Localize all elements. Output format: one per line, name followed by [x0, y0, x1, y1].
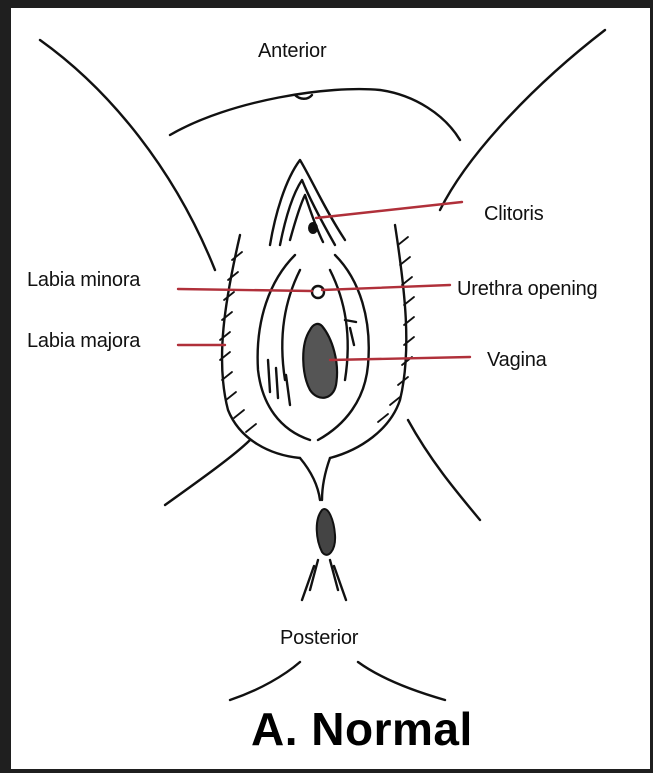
labia-majora-left	[222, 235, 300, 458]
right-buttock-curve	[408, 420, 480, 520]
right-thigh-outline	[440, 30, 605, 210]
hood-mid	[280, 180, 335, 245]
abdomen-arc	[170, 89, 460, 140]
labia-inner-left	[282, 270, 300, 380]
lower-right-curve	[358, 662, 445, 700]
label-posterior: Posterior	[280, 627, 358, 650]
leader-vagina	[330, 357, 470, 360]
left-thigh-outline	[40, 40, 215, 270]
lower-left-curve	[230, 662, 300, 700]
clitoris-mark	[308, 222, 318, 234]
label-labia-minora: Labia minora	[27, 269, 140, 292]
navel-mark	[295, 95, 312, 99]
label-anterior: Anterior	[258, 40, 326, 63]
label-clitoris: Clitoris	[484, 203, 544, 226]
perineum-left	[300, 458, 320, 500]
anus-mark	[317, 509, 335, 555]
label-urethra-opening: Urethra opening	[457, 278, 597, 301]
perineum-right	[322, 458, 330, 500]
labia-minora-left	[258, 255, 310, 440]
figure-caption: A. Normal	[251, 702, 473, 756]
urethra-opening-mark	[312, 286, 324, 298]
leader-urethra	[322, 285, 450, 290]
anus-rays-left	[302, 560, 318, 600]
label-vagina: Vagina	[487, 349, 547, 372]
label-labia-majora: Labia majora	[27, 330, 140, 353]
anus-rays-right	[330, 560, 346, 600]
left-buttock-curve	[165, 440, 250, 505]
